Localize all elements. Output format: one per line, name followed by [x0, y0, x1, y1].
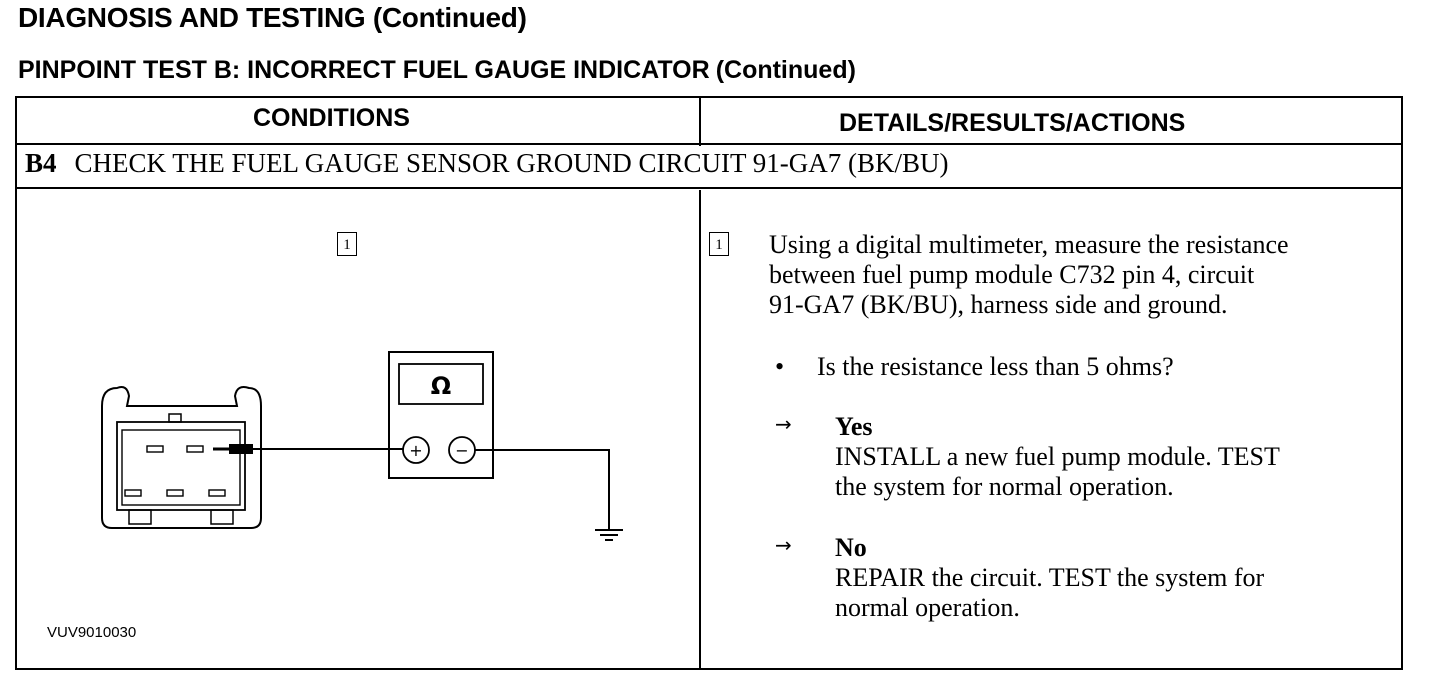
column-divider [699, 98, 701, 146]
table-divider [17, 143, 1401, 145]
yes-label: Yes [835, 412, 873, 441]
connector-face [121, 429, 241, 506]
column-divider [699, 190, 701, 670]
no-result: No REPAIR the circuit. TEST the system f… [835, 533, 1264, 623]
column-header-details: DETAILS/RESULTS/ACTIONS [839, 109, 1186, 137]
pin-slot [208, 489, 226, 497]
pin-slot [124, 489, 142, 497]
connector-lock [210, 509, 234, 525]
connector-tab [168, 413, 182, 423]
ohm-symbol: Ω [431, 372, 451, 400]
connector-body [116, 421, 246, 511]
pin-slot [186, 445, 204, 453]
table-divider [17, 187, 1401, 189]
column-header-conditions: CONDITIONS [253, 104, 410, 132]
arrow-icon: → [775, 412, 792, 436]
instruction-line: between fuel pump module C732 pin 4, cir… [769, 260, 1255, 289]
step-id: B4 [25, 148, 57, 178]
section-title-main: PINPOINT TEST B: INCORRECT FUEL GAUGE IN… [18, 56, 710, 84]
details-callout: 1 [709, 232, 729, 256]
instruction: Using a digital multimeter, measure the … [769, 230, 1289, 320]
section-title: PINPOINT TEST B: INCORRECT FUEL GAUGE IN… [18, 56, 856, 85]
no-label: No [835, 533, 867, 562]
step-header: B4 CHECK THE FUEL GAUGE SENSOR GROUND CIR… [25, 148, 949, 179]
arrow-icon: → [775, 533, 792, 557]
figure-callout: 1 [337, 232, 357, 256]
bullet: • [775, 352, 785, 381]
plus-symbol: + [409, 441, 422, 460]
no-line: normal operation. [835, 593, 1020, 622]
plus-terminal [402, 436, 430, 464]
question: Is the resistance less than 5 ohms? [817, 352, 1174, 381]
pin-slot [166, 489, 184, 497]
figure-id: VUV9010030 [47, 624, 137, 641]
multimeter-diagram: Ω + − [101, 351, 623, 541]
connector-lock [128, 509, 152, 525]
yes-result: Yes INSTALL a new fuel pump module. TEST… [835, 412, 1280, 502]
section-title-continued: (Continued) [715, 56, 856, 84]
step-title: CHECK THE FUEL GAUGE SENSOR GROUND CIRCU… [74, 148, 949, 178]
instruction-line: 91-GA7 (BK/BU), harness side and ground. [769, 290, 1228, 319]
page-title: DIAGNOSIS AND TESTING (Continued) [18, 2, 527, 33]
yes-line: INSTALL a new fuel pump module. TEST [835, 442, 1280, 471]
no-line: REPAIR the circuit. TEST the system for [835, 563, 1265, 592]
probe-body [229, 444, 253, 454]
ground-lead [475, 449, 610, 530]
minus-symbol: − [455, 441, 468, 460]
instruction-line: Using a digital multimeter, measure the … [769, 230, 1289, 259]
yes-line: the system for normal operation. [835, 472, 1174, 501]
multimeter-display [398, 363, 484, 405]
connector-shell [101, 386, 262, 529]
pinpoint-test-table: CONDITIONS DETAILS/RESULTS/ACTIONS B4 CHE… [15, 96, 1403, 670]
multimeter [388, 351, 494, 479]
pin-slot [146, 445, 164, 453]
